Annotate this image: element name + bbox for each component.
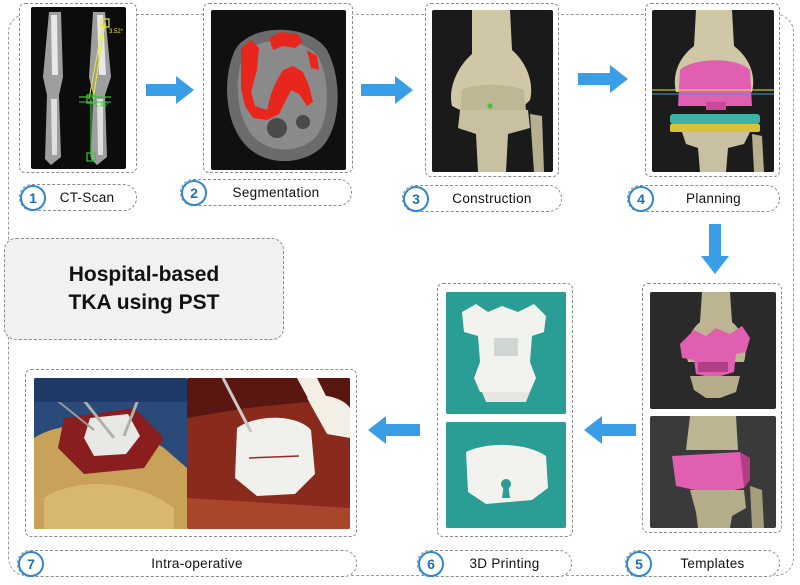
step-3-number: 3 [403,186,429,212]
title-box: Hospital-based TKA using PST [4,238,284,340]
step-5-number: 5 [626,551,652,577]
printing-image-bottom [446,422,566,528]
step-2-label: Segmentation [180,179,352,206]
step-2-number: 2 [181,180,207,206]
arrow-right-icon [146,76,194,104]
construction-frame [425,3,559,177]
step-4-number: 4 [628,186,654,212]
intraoperative-image-left [34,378,187,529]
intraoperative-frame [25,369,357,537]
arrow-right-icon [361,76,413,104]
arrow-left-icon [584,416,636,444]
step-7-number: 7 [18,551,44,577]
planning-frame [645,3,780,177]
ct-angle-mid: 1.46° [95,103,110,109]
intraoperative-image-right [187,378,350,529]
step-6-number: 6 [418,551,444,577]
segmentation-frame [203,3,353,173]
arrow-down-icon [701,224,729,274]
ct-scan-image: 3.52° 1.46° [31,7,126,169]
template-image-top [650,292,776,409]
planning-image [652,10,774,172]
printing-frame [437,283,573,537]
construction-image [432,10,553,172]
template-image-bottom [650,416,776,528]
printing-image-top [446,292,566,414]
arrow-right-icon [578,65,628,93]
title-line-1: Hospital-based [68,263,220,286]
segmentation-image [211,10,346,170]
arrow-left-icon [368,416,420,444]
ct-angle-top: 3.52° [109,29,124,35]
ct-scan-frame: 3.52° 1.46° [19,3,137,173]
title-line-2: TKA using PST [68,291,220,314]
step-7-label: Intra-operative [17,550,357,577]
templates-frame [642,283,782,533]
step-1-number: 1 [20,185,46,211]
